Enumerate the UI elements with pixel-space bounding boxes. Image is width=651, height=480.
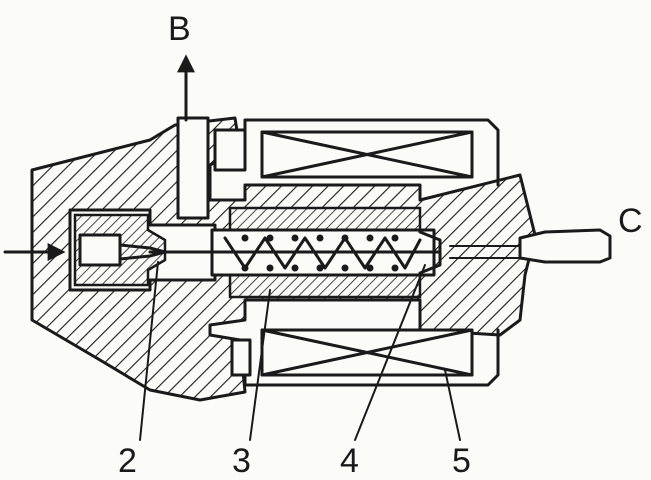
outlet-b-passage <box>176 116 210 220</box>
label-part-5: 5 <box>452 442 471 480</box>
solenoid-coil-top <box>243 118 500 187</box>
plunger-sleeve-top <box>228 206 422 232</box>
label-b: B <box>168 10 191 48</box>
solenoid-coil-bottom <box>243 328 500 387</box>
leader-part-5 <box>444 369 461 441</box>
return-spring <box>223 234 422 272</box>
leader-part-2 <box>139 261 159 441</box>
label-part-4: 4 <box>340 442 359 480</box>
leader-part-3 <box>249 289 271 441</box>
flange-bottom <box>230 338 252 377</box>
label-c: C <box>618 202 643 240</box>
inlet-orifice <box>78 233 122 267</box>
flange-top <box>213 128 247 172</box>
outlet-c-tube <box>518 228 612 264</box>
leader-part-4 <box>354 264 426 441</box>
label-part-3: 3 <box>232 442 251 480</box>
label-part-2: 2 <box>118 442 137 480</box>
plunger-sleeve-bottom <box>228 273 422 299</box>
